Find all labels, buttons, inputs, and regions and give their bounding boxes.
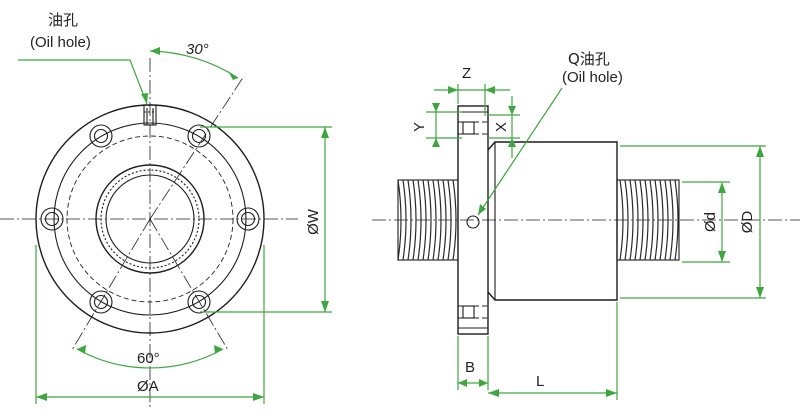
front-view: 油孔 (Oil hole) 30° 60° ØA ØW [0,11,332,410]
dim-label-d-large: ØD [739,211,756,234]
bore-outer [95,164,205,274]
nut-flange [457,105,489,335]
bore-chamfer [100,169,200,269]
nut-body [487,141,618,301]
dim-label-l: L [536,373,544,390]
angle-arc-60 [76,348,224,369]
dim-label-a: ØA [137,378,159,395]
dim-label-z: Z [462,65,471,82]
bolt-hole [187,290,211,314]
bolt-hole [40,207,64,231]
angle-label-30: 30° [186,41,209,58]
oil-hole-leader-side [477,87,563,216]
bolt-holes [40,124,260,314]
oil-hole-front [143,104,157,126]
bolt-hole [89,124,113,148]
oil-hole-label-cn: 油孔 [48,11,78,29]
oil-hole-q-label-en: (Oil hole) [562,69,623,86]
bolt-circle [66,135,234,303]
oil-hole-q-label-cn: Q油孔 [568,50,610,68]
dim-label-y: Y [411,122,428,132]
bolt-hole [187,124,211,148]
hub-ring [53,122,247,316]
oil-hole-q [466,215,480,229]
dim-label-w: ØW [305,208,322,235]
bolt-hole [89,290,113,314]
side-view: Q油孔 (Oil hole) Z Y X B L Ød ØD [372,50,800,400]
angle-label-60: 60° [137,350,160,367]
dim-label-x: X [493,122,510,132]
oil-hole-leader-front [18,59,148,105]
bore-inner [105,174,195,264]
bolt-hole [236,207,260,231]
oil-hole-label-en: (Oil hole) [30,34,91,51]
dim-label-b: B [465,359,475,376]
dim-label-d-small: Ød [702,212,719,232]
